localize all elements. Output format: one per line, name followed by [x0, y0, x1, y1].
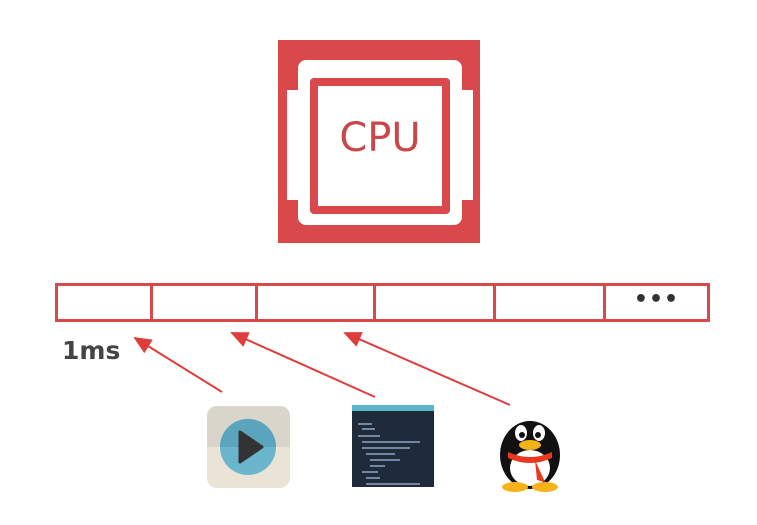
time-slot [55, 283, 153, 322]
cpu-chip-icon [278, 40, 480, 243]
time-slot [373, 283, 496, 322]
more-slots-ellipsis: ••• [633, 287, 680, 312]
time-slot [150, 283, 258, 322]
penguin-icon [500, 421, 560, 492]
arrows [133, 332, 511, 406]
time-slot [493, 283, 606, 322]
play-icon [207, 406, 290, 488]
time-slot [603, 283, 710, 322]
time-slot [255, 283, 376, 322]
arrow-qq [343, 332, 511, 406]
slice-duration-label: 1ms [62, 336, 121, 365]
arrow-editor [230, 332, 376, 398]
arrow-video [133, 336, 223, 393]
code-editor-icon [352, 405, 434, 487]
cpu-label: CPU [339, 115, 421, 161]
